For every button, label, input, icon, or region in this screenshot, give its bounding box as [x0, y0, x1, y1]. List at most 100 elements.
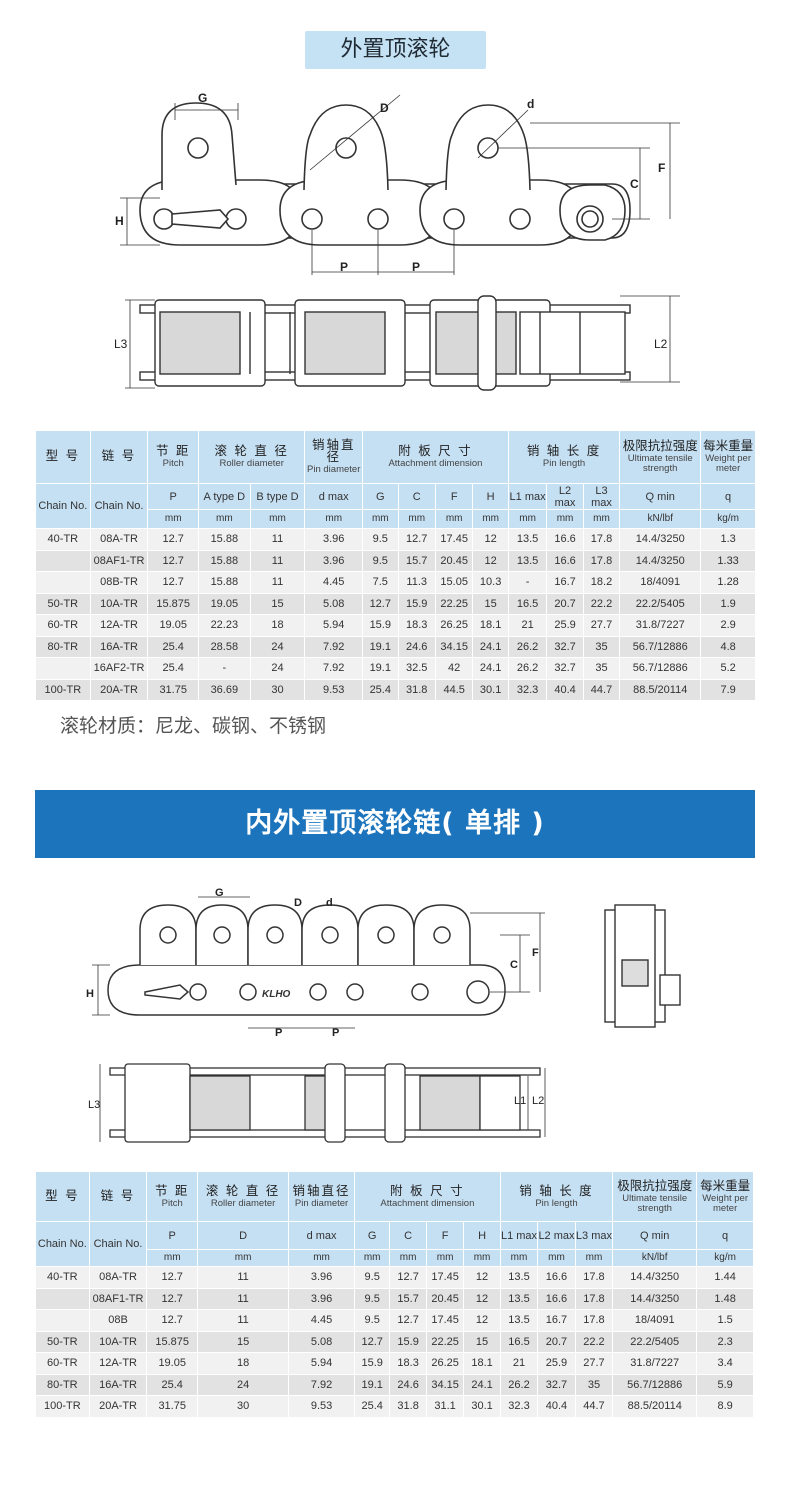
- symbol-cell: L2 max: [537, 1221, 576, 1250]
- symbol-cell: L3 max: [574, 1221, 614, 1250]
- table-cell: 18.3: [397, 614, 436, 637]
- table-cell: 56.7/12886: [619, 657, 702, 680]
- table-cell: 31.75: [146, 1395, 199, 1418]
- table-cell: 16AF2-TR: [89, 657, 149, 680]
- table-cell: 3.96: [288, 1266, 355, 1289]
- table-cell: 19.05: [146, 1352, 199, 1375]
- table-cell: 26.2: [507, 657, 548, 680]
- dim-label-p-2a: P: [275, 1027, 282, 1039]
- table-cell: 25.9: [546, 614, 584, 637]
- dim-label-f-2: F: [532, 947, 539, 959]
- table-cell: 22.2: [582, 592, 621, 615]
- table-cell: 32.3: [499, 1395, 539, 1418]
- table-cell: 42: [434, 657, 474, 680]
- table-cell: 4.45: [288, 1309, 355, 1332]
- table-cell: 15.05: [434, 571, 474, 594]
- table-cell: 4.45: [304, 571, 364, 594]
- dim-label-p: P: [340, 260, 348, 274]
- table-cell: 12A-TR: [88, 1352, 148, 1375]
- dim-label-h: H: [115, 214, 124, 228]
- table-cell: 16.6: [546, 549, 584, 572]
- table-cell: 24: [249, 635, 306, 658]
- unit-cell: mm: [582, 509, 621, 529]
- table-cell: 2.9: [700, 614, 756, 637]
- table-cell: 12.7: [389, 1309, 427, 1332]
- symbol-cell: Q min: [612, 1221, 698, 1250]
- table-cell: 12: [463, 1287, 501, 1310]
- table-cell: 7.92: [304, 657, 364, 680]
- table-cell: 15: [472, 592, 509, 615]
- table-cell: 40.4: [537, 1395, 576, 1418]
- unit-cell: mm: [389, 1249, 427, 1267]
- chain-top-view-2: L3 L1 L2: [88, 1063, 546, 1143]
- table-cell: 22.25: [434, 592, 474, 615]
- symbol-cell: F: [434, 483, 474, 510]
- table-cell: [35, 571, 91, 594]
- table-cell: 15.875: [146, 1330, 199, 1353]
- unit-cell: mm: [198, 509, 251, 529]
- table-cell: 11: [197, 1287, 290, 1310]
- table-cell: 27.7: [582, 614, 621, 637]
- table-cell: 13.5: [499, 1309, 539, 1332]
- table-cell: 12.7: [146, 1309, 199, 1332]
- table-cell: 44.7: [574, 1395, 614, 1418]
- table-cell: 40-TR: [35, 528, 91, 551]
- table-cell: 19.05: [198, 592, 251, 615]
- table-cell: 18: [197, 1352, 290, 1375]
- dim-label-l3: L3: [114, 337, 128, 351]
- symbol-cell: H: [472, 483, 509, 510]
- table-cell: 88.5/20114: [619, 678, 702, 701]
- unit-cell: mm: [472, 509, 509, 529]
- dim-label-l2-2: L2: [532, 1095, 544, 1107]
- table-cell: 24.6: [389, 1373, 427, 1396]
- table-cell: 08A-TR: [88, 1266, 148, 1289]
- table-cell: 20.7: [546, 592, 584, 615]
- dim-label-d-roller: D: [380, 101, 389, 115]
- table-cell: 25.4: [147, 657, 200, 680]
- table-cell: 80-TR: [35, 1373, 90, 1396]
- table-cell: 56.7/12886: [612, 1373, 698, 1396]
- table-cell: 31.8/7227: [612, 1352, 698, 1375]
- th-model-en: Chain No.: [35, 483, 91, 529]
- table-cell: 14.4/3250: [619, 528, 702, 551]
- table-cell: 9.5: [362, 549, 399, 572]
- symbol-cell: P: [146, 1221, 199, 1250]
- th-model: 型 号: [35, 430, 91, 484]
- table-cell: 08B-TR: [89, 571, 149, 594]
- table-cell: 19.1: [353, 1373, 391, 1396]
- table-cell: 17.45: [425, 1309, 465, 1332]
- table-cell: 22.2: [574, 1330, 614, 1353]
- th2-chain: 链 号: [88, 1171, 148, 1222]
- table-cell: 22.2/5405: [612, 1330, 698, 1353]
- dim-label-d-pin-2: d: [326, 897, 333, 909]
- roller-material-note: 滚轮材质：尼龙、碳钢、不锈钢: [60, 715, 327, 737]
- table-cell: 4.8: [700, 635, 756, 658]
- table-cell: 15.875: [147, 592, 200, 615]
- table-cell: 12: [463, 1309, 501, 1332]
- table-cell: 08A-TR: [89, 528, 149, 551]
- table-cell: 15.88: [198, 528, 251, 551]
- table-cell: 12: [463, 1266, 501, 1289]
- section2-title: 内外置顶滚轮链( 单排 ): [35, 790, 755, 858]
- table-cell: 32.7: [537, 1373, 576, 1396]
- dim-label-p2: P: [412, 260, 420, 274]
- symbol-cell: q: [700, 483, 756, 510]
- table-cell: 34.15: [425, 1373, 465, 1396]
- table-cell: 14.4/3250: [612, 1287, 698, 1310]
- symbol-cell: d max: [304, 483, 364, 510]
- table-cell: 7.9: [700, 678, 756, 701]
- table-cell: 60-TR: [35, 1352, 90, 1375]
- table-cell: 17.8: [574, 1309, 614, 1332]
- table-cell: 31.8: [397, 678, 436, 701]
- table-cell: 5.08: [288, 1330, 355, 1353]
- unit-cell: mm: [574, 1249, 614, 1267]
- unit-cell: mm: [288, 1249, 355, 1267]
- unit-cell: mm: [537, 1249, 576, 1267]
- table-cell: 56.7/12886: [619, 635, 702, 658]
